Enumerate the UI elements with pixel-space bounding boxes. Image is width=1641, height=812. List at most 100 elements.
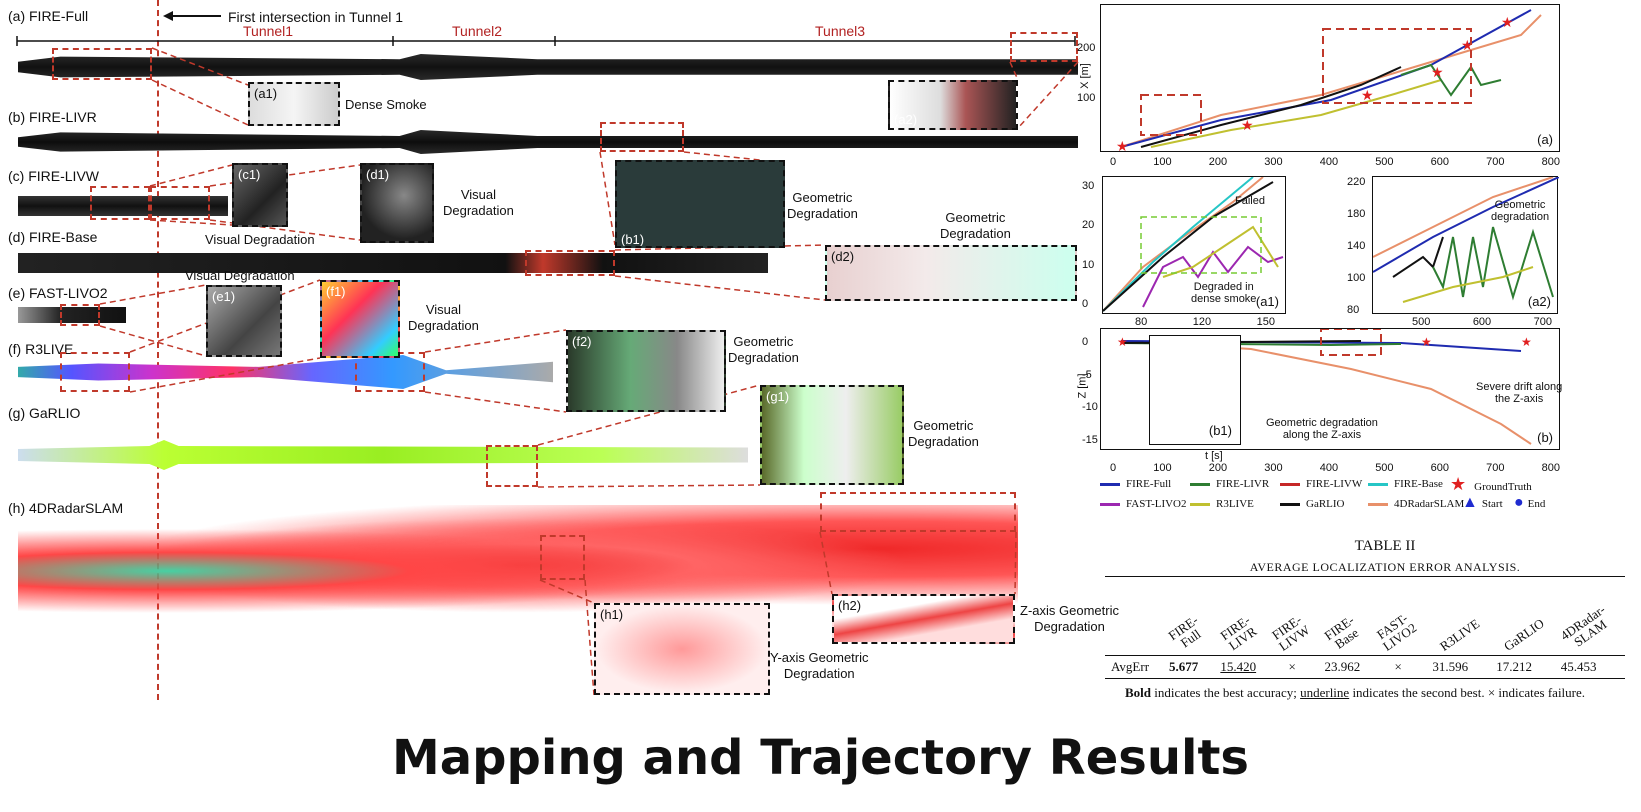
triangle-icon: ▲: [1462, 494, 1478, 511]
plot-b1-inset: (b1): [1149, 335, 1241, 445]
legend-label: FIRE-LIVR: [1216, 478, 1270, 490]
plot-a2-xtick: 500: [1412, 316, 1431, 328]
inset-a1: (a1): [248, 82, 340, 126]
plot-b-ytick: 0: [1082, 336, 1089, 348]
inset-b1: (b1): [615, 160, 785, 248]
legend-line: [1280, 482, 1300, 486]
legend-fire-full: FIRE-Full: [1100, 478, 1171, 490]
plot-b-ytick: -10: [1082, 401, 1098, 414]
col-header-fire-livw: FIRE- LIVW: [1266, 577, 1319, 655]
tunnel-label-2: Tunnel2: [452, 23, 503, 39]
cell-fire-livw: ×: [1288, 658, 1296, 674]
inset-h2: (h2): [832, 594, 1015, 644]
legend-line: [1368, 502, 1388, 506]
legend-label: Start: [1481, 498, 1503, 510]
col-header-text: FIRE- Full: [1165, 611, 1204, 651]
inset-a2: (a2): [888, 80, 1018, 130]
zoom-box-f1: [60, 352, 130, 392]
cell-fast-livo2: ×: [1394, 658, 1402, 674]
plot-a2-ytick: 220: [1347, 176, 1366, 188]
inset-note-e1: Visual Degradation: [185, 268, 295, 283]
intersection-note: First intersection in Tunnel 1: [228, 9, 404, 25]
col-header-fire-base: FIRE- Base: [1319, 577, 1370, 655]
plot-a-xtick: 300: [1264, 156, 1283, 168]
legend-start: ▲Start: [1462, 494, 1503, 512]
legend-fast-livo2: FAST-LIVO2: [1100, 498, 1187, 510]
plot-a1-ytick: 20: [1082, 219, 1095, 232]
map-strip-fire-livw: [18, 196, 228, 216]
inset-note-f2: Geometric Degradation: [728, 334, 799, 365]
plot-a1-note-failed: Failed: [1235, 195, 1265, 207]
plot-a1-tag: (a1): [1255, 294, 1279, 309]
plot-b-ytick: -5: [1082, 368, 1092, 381]
col-header-text: R3LIVE: [1436, 615, 1483, 654]
inset-note-d2: Geometric Degradation: [940, 210, 1011, 241]
cell-fire-base: 23.962: [1324, 658, 1361, 674]
plot-a2-ytick: 100: [1347, 272, 1366, 284]
map-strip-fire-base: [18, 253, 768, 273]
inset-e1: (e1): [206, 285, 282, 357]
legend-label: End: [1527, 498, 1546, 510]
star-icon: ★: [1450, 474, 1467, 494]
plot-b-note-drift: Severe drift along the Z-axis: [1476, 381, 1563, 405]
plot-a1-xtick: 120: [1192, 316, 1212, 328]
zoom-box-a2: [1010, 32, 1078, 62]
inset-f2: (f2): [566, 330, 726, 412]
zoom-box-d2: [525, 250, 615, 276]
table-caption: Bold indicates the best accuracy; underl…: [1105, 685, 1620, 701]
table-title: TABLE II: [1354, 538, 1416, 554]
inset-note-c1: Visual Degradation: [205, 232, 315, 247]
plot-b-xtick: 400: [1319, 462, 1339, 474]
plot-a-xtick: 500: [1375, 156, 1394, 168]
plot-b-xtick: 600: [1430, 462, 1450, 474]
groundtruth-stars: ★★ ★★ ★★: [1116, 14, 1514, 153]
zoom-box-e1: [60, 304, 100, 326]
legend-line: [1100, 482, 1120, 486]
legend-line: [1190, 502, 1210, 506]
zoom-box-d1: [150, 186, 210, 220]
row-label-garlio: (g) GaRLIO: [8, 405, 81, 421]
legend-label: FIRE-Full: [1126, 478, 1172, 490]
inset-d2: (d2): [825, 245, 1077, 301]
tunnel-label-3: Tunnel3: [815, 23, 866, 39]
col-header-r3live: R3LIVE: [1426, 577, 1490, 655]
tunnel-span-bar: [16, 36, 1076, 46]
plot-a-xtick: 800: [1541, 156, 1560, 168]
inset-tag-g1: (g1): [766, 389, 790, 404]
caption-text-1: indicates the best accuracy;: [1151, 684, 1301, 700]
zoom-box-h2: [820, 492, 1016, 532]
inset-tag-f1: (f1): [326, 284, 346, 299]
mapping-panel: (a) FIRE-Full (b) FIRE-LIVR (c) FIRE-LIV…: [8, 0, 1119, 700]
row-label-r3live: (f) R3LIVE: [8, 341, 74, 357]
legend-4dradarslam: 4DRadarSLAM: [1368, 498, 1464, 510]
inset-tag-f2: (f2): [572, 334, 592, 349]
inset-c1: (c1): [232, 163, 288, 227]
inset-note-f1: Visual Degradation: [408, 302, 479, 333]
legend-line: [1190, 482, 1210, 486]
svg-text:★: ★: [1501, 14, 1514, 30]
plot-a-tag: (a): [1537, 132, 1553, 147]
inset-h1: (h1): [594, 603, 770, 695]
plot-a1-canvas: [1103, 177, 1284, 312]
inset-note-d1: Visual Degradation: [443, 187, 514, 218]
inset-tag-h2: (h2): [838, 598, 862, 613]
legend-fire-livr: FIRE-LIVR: [1190, 478, 1269, 490]
table-row: AvgErr 5.677 15.420 × 23.962 × 31.596 17…: [1105, 655, 1625, 678]
inset-note-g1: Geometric Degradation: [908, 418, 979, 449]
inset-tag-b1: (b1): [621, 232, 645, 247]
plot-b-yticks: 0-5-10-15: [1082, 336, 1098, 446]
svg-text:★: ★: [1361, 87, 1374, 103]
table-corner: [1105, 577, 1163, 655]
intersection-arrow-icon: [163, 11, 221, 21]
legend-label: GroundTruth: [1474, 481, 1532, 493]
table-subtitle: AVERAGE LOCALIZATION ERROR ANALYSIS.: [1249, 560, 1521, 574]
legend-label: FAST-LIVO2: [1126, 498, 1187, 510]
plot-b-xtick: 700: [1486, 462, 1505, 474]
plot-a-xtick: 600: [1430, 156, 1450, 168]
zoom-box-b1: [600, 122, 684, 152]
inset-d1: (d1): [360, 163, 434, 243]
zoom-box-c1: [90, 186, 150, 220]
tunnel-label-1: Tunnel1: [243, 23, 294, 39]
